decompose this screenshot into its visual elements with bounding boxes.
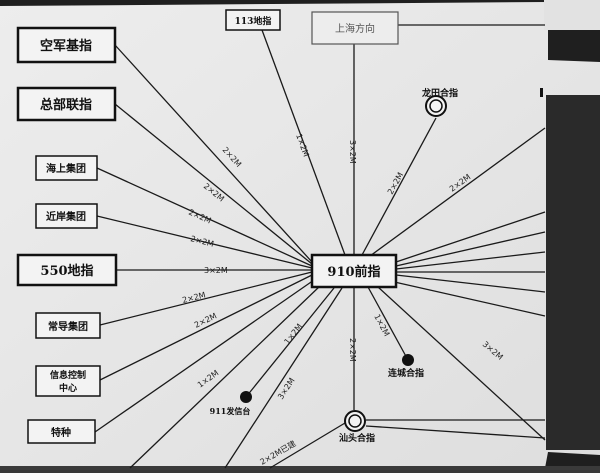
link-xinxi (99, 274, 313, 381)
link-911 (245, 287, 335, 398)
link-haishang (96, 167, 313, 267)
svg-text:550地指: 550地指 (40, 263, 93, 279)
link-jinan (96, 215, 313, 269)
svg-text:信息控制: 信息控制 (50, 369, 86, 381)
link-right-3 (395, 231, 546, 267)
link-right-2 (395, 211, 546, 263)
link-kongjun (114, 44, 313, 263)
right-dark-strip (546, 95, 600, 450)
svg-text:空军基指: 空军基指 (40, 38, 92, 54)
label-shantou: 2×2M (348, 338, 357, 362)
link-liancheng (367, 286, 409, 361)
svg-text:总部联指: 总部联指 (40, 97, 92, 113)
bottom-strip (0, 466, 600, 473)
node-haishang[interactable]: 海上集团 (35, 155, 98, 181)
node-113[interactable]: 113地指 (225, 9, 281, 31)
svg-text:海上集团: 海上集团 (46, 162, 86, 175)
link-right-6 (395, 274, 546, 293)
link-right-1 (369, 127, 546, 257)
link-tezhong (94, 279, 315, 433)
node-550[interactable]: 550地指 (16, 253, 118, 287)
node-zongbu[interactable]: 总部联指 (16, 86, 117, 122)
svg-text:113地指: 113地指 (235, 15, 272, 27)
svg-text:汕头合指: 汕头合指 (339, 432, 375, 444)
node-jinan[interactable]: 近岸集团 (35, 203, 98, 229)
svg-text:近岸集团: 近岸集团 (46, 210, 86, 223)
node-911[interactable]: 911发信台 (210, 391, 252, 416)
edge-marker (540, 88, 543, 97)
link-changdao (99, 271, 313, 326)
svg-text:特种: 特种 (51, 426, 71, 439)
svg-text:常导集团: 常导集团 (48, 320, 88, 333)
link-longtian (361, 117, 437, 256)
node-tezhong[interactable]: 特种 (27, 419, 96, 444)
svg-text:连城合指: 连城合指 (388, 367, 424, 379)
node-center-910[interactable]: 910前指 (310, 253, 398, 289)
svg-text:910前指: 910前指 (327, 264, 380, 280)
top-right-panel (544, 0, 600, 30)
label-550: 3×2M (204, 266, 228, 275)
node-xinxi[interactable]: 信息控制 中心 (35, 365, 101, 397)
link-lines (94, 24, 546, 469)
node-shanghai[interactable]: 上海方向 (311, 11, 399, 45)
node-longtian[interactable]: 龙田合指 (421, 87, 458, 117)
svg-text:上海方向: 上海方向 (335, 22, 375, 35)
svg-text:中心: 中心 (59, 382, 77, 394)
link-bottom-left (129, 285, 321, 469)
label-shanghai: 3×2M (348, 140, 357, 164)
node-shantou[interactable]: 汕头合指 (339, 410, 375, 444)
link-right-bottom (377, 286, 546, 441)
svg-text:龙田合指: 龙田合指 (421, 87, 458, 99)
svg-text:911发信台: 911发信台 (210, 406, 251, 416)
node-changdao[interactable]: 常导集团 (35, 312, 101, 339)
link-shantou-right-2 (365, 425, 546, 439)
link-right-7 (389, 280, 546, 317)
link-bottom-b (269, 419, 351, 469)
link-right-4 (395, 251, 546, 270)
link-113 (261, 29, 346, 256)
link-zongbu (114, 103, 313, 265)
node-kongjun[interactable]: 空军基指 (16, 26, 117, 64)
node-liancheng[interactable]: 连城合指 (388, 354, 424, 379)
link-bottom-a (224, 287, 343, 469)
